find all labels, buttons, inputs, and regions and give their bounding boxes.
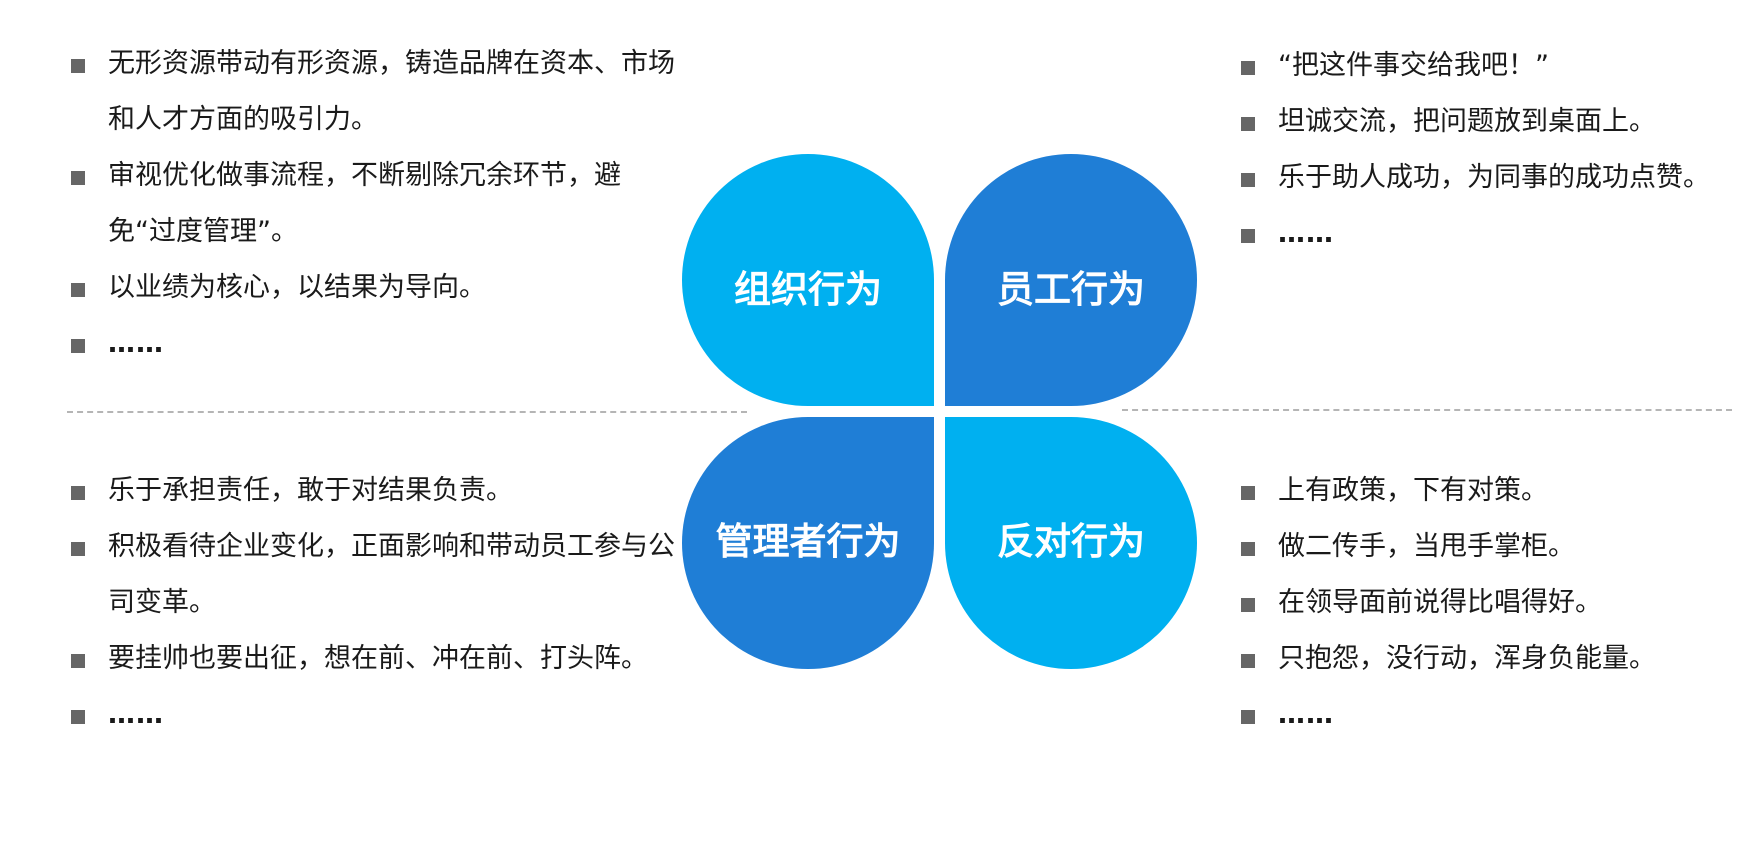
list-item: 无形资源带动有形资源，铸造品牌在资本、市场和人才方面的吸引力。 <box>67 36 687 148</box>
employee-behavior-list: “把这件事交给我吧！” 坦诚交流，把问题放到桌面上。 乐于助人成功，为同事的成功… <box>1237 38 1727 262</box>
dashed-divider-right <box>1122 409 1732 411</box>
petal-label: 员工行为 <box>997 268 1145 311</box>
manager-behavior-petal: 管理者行为 <box>682 417 934 669</box>
list-item: 只抱怨，没行动，浑身负能量。 <box>1237 631 1727 687</box>
petal-label: 组织行为 <box>734 268 882 311</box>
list-item: 乐于承担责任，敢于对结果负责。 <box>67 463 687 519</box>
list-item: 坦诚交流，把问题放到桌面上。 <box>1237 94 1727 150</box>
petal-label: 管理者行为 <box>715 520 901 563</box>
petal-label: 反对行为 <box>997 520 1145 563</box>
list-item: 审视优化做事流程，不断剔除冗余环节，避免“过度管理”。 <box>67 148 687 260</box>
organization-behavior-list: 无形资源带动有形资源，铸造品牌在资本、市场和人才方面的吸引力。 审视优化做事流程… <box>67 36 687 372</box>
list-item: 乐于助人成功，为同事的成功点赞。 <box>1237 150 1727 206</box>
list-item-ellipsis: …… <box>67 687 687 743</box>
list-item-ellipsis: …… <box>1237 206 1727 262</box>
employee-behavior-petal: 员工行为 <box>945 154 1197 406</box>
organization-behavior-petal: 组织行为 <box>682 154 934 406</box>
list-item: 上有政策，下有对策。 <box>1237 463 1727 519</box>
list-item: 以业绩为核心，以结果为导向。 <box>67 260 687 316</box>
opposing-behavior-petal: 反对行为 <box>945 417 1197 669</box>
dashed-divider-left <box>67 411 747 413</box>
list-item-ellipsis: …… <box>67 316 687 372</box>
list-item: 做二传手，当甩手掌柜。 <box>1237 519 1727 575</box>
opposing-behavior-list: 上有政策，下有对策。 做二传手，当甩手掌柜。 在领导面前说得比唱得好。 只抱怨，… <box>1237 463 1727 743</box>
list-item: “把这件事交给我吧！” <box>1237 38 1727 94</box>
list-item: 要挂帅也要出征，想在前、冲在前、打头阵。 <box>67 631 687 687</box>
list-item: 积极看待企业变化，正面影响和带动员工参与公司变革。 <box>67 519 687 631</box>
list-item: 在领导面前说得比唱得好。 <box>1237 575 1727 631</box>
manager-behavior-list: 乐于承担责任，敢于对结果负责。 积极看待企业变化，正面影响和带动员工参与公司变革… <box>67 463 687 743</box>
list-item-ellipsis: …… <box>1237 687 1727 743</box>
